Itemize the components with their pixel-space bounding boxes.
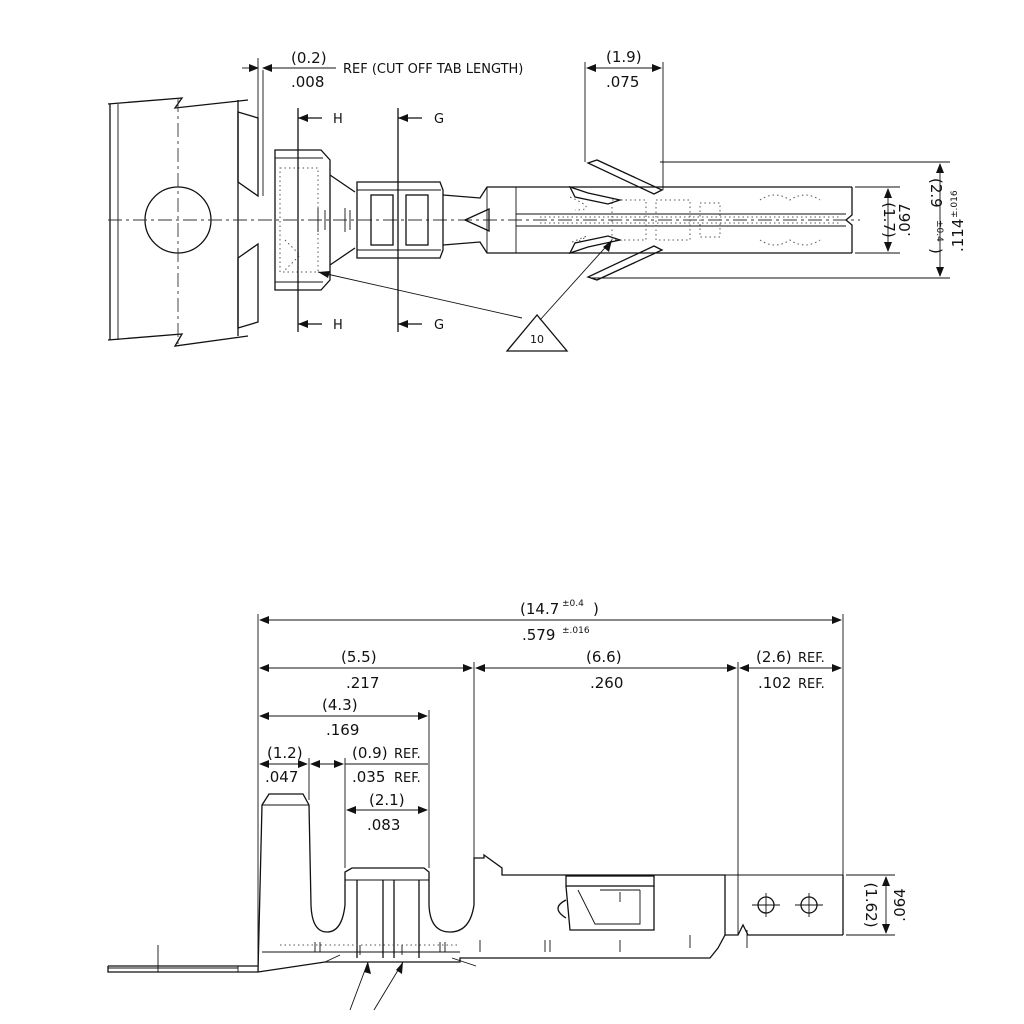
d26-mm-ref: REF. (798, 651, 825, 666)
overall-mm-tol: ±0.4 (562, 599, 584, 609)
d43-in: .169 (326, 721, 359, 739)
d55-mm: (5.5) (341, 648, 377, 666)
d43-mm: (4.3) (322, 696, 358, 714)
overall-length-dimension: (14.7 ±0.4 ) .579 ±.016 (259, 599, 842, 644)
d12-d09-dimensions: (1.2) .047 (0.9) REF. .035 REF. (259, 744, 428, 786)
cutoff-tab (237, 70, 264, 329)
row-dimensions: (5.5) .217 (6.6) .260 (2.6) REF. .102 RE… (259, 648, 842, 692)
width-dimension: (1.7) .067 (855, 186, 914, 254)
svg-text:): ) (927, 248, 945, 254)
carrier-strip (107, 97, 249, 348)
section-h-bottom: H (333, 318, 343, 333)
width-in: .067 (896, 203, 914, 236)
top-view: H H G G (0.2) .008 REF (CUT OFF TAB LENG… (107, 48, 967, 352)
wire-crimp (356, 181, 444, 259)
side-height-dimension: (1.62) .064 (846, 874, 909, 936)
overall-mm: (14.7 (520, 600, 559, 618)
d09-in: .035 (352, 768, 385, 786)
d21-dimension: (2.1) .083 (346, 791, 428, 834)
height-mm: (2.9 (927, 178, 945, 208)
tab-dim-mm: (0.2) (291, 49, 327, 67)
note-triangle (505, 313, 569, 352)
d55-in: .217 (346, 674, 379, 692)
tip-dim-in: .075 (606, 73, 639, 91)
d43-dimension: (4.3) .169 (259, 696, 428, 739)
tip-length-dimension: (1.9) .075 (584, 48, 664, 190)
height-in-tol: ±.016 (950, 190, 960, 218)
height-in: .114 (949, 219, 967, 252)
d26-in-ref: REF. (798, 677, 825, 692)
d26-mm: (2.6) (756, 648, 792, 666)
section-markers: H H G G (297, 108, 444, 333)
extension-lines (257, 614, 844, 966)
tab-note: REF (CUT OFF TAB LENGTH) (343, 62, 523, 77)
d09-mm-ref: REF. (394, 747, 421, 762)
d66-mm: (6.6) (586, 648, 622, 666)
height-dimension: (2.9 ±0.4 ) .114 ±.016 (590, 161, 967, 279)
side-view: (14.7 ±0.4 ) .579 ±.016 (5.5) .217 (6.6)… (107, 599, 909, 1011)
note-10-callout: 10 (317, 239, 613, 352)
svg-text:): ) (593, 600, 599, 618)
overall-in: .579 (522, 626, 555, 644)
width-mm: (1.7) (880, 202, 898, 238)
d66-in: .260 (590, 674, 623, 692)
d09-in-ref: REF. (394, 771, 421, 786)
overall-in-tol: ±.016 (562, 626, 590, 636)
tab-dim-in: .008 (291, 73, 324, 91)
d26-in: .102 (758, 674, 791, 692)
d09-mm: (0.9) (352, 744, 388, 762)
d21-in: .083 (367, 816, 400, 834)
height-mm-tol: ±0.4 (934, 220, 944, 242)
d21-mm: (2.1) (369, 791, 405, 809)
section-h-top: H (333, 112, 343, 127)
tip-dim-mm: (1.9) (606, 48, 642, 66)
direction-arrow (463, 207, 490, 233)
h-mm: (1.62) (862, 882, 880, 927)
tab-length-dimension: (0.2) .008 REF (CUT OFF TAB LENGTH) (242, 49, 523, 118)
d12-in: .047 (265, 768, 298, 786)
side-outline (107, 793, 844, 1011)
d12-mm: (1.2) (267, 744, 303, 762)
section-g-bottom: G (434, 318, 444, 333)
contact-body (516, 159, 853, 281)
note-number: 10 (530, 333, 544, 346)
h-in: .064 (891, 888, 909, 921)
section-g-top: G (434, 112, 444, 127)
